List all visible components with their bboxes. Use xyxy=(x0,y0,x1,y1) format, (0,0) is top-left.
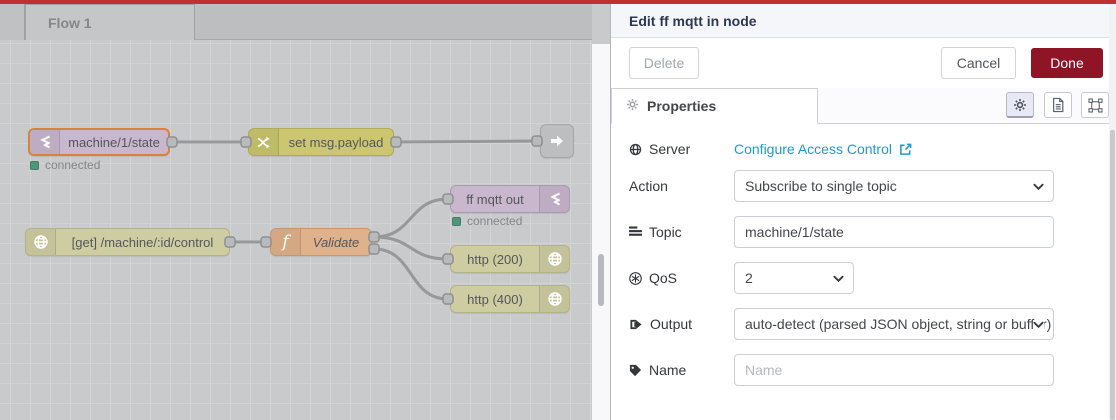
shuffle-icon xyxy=(249,129,279,155)
tab-properties-label: Properties xyxy=(647,98,717,114)
tab-properties[interactable]: Properties xyxy=(611,88,818,124)
server-label: Server xyxy=(629,141,734,157)
properties-icon-button[interactable] xyxy=(1006,92,1034,118)
node-label: http (200) xyxy=(467,251,523,267)
scrollbar-thumb[interactable] xyxy=(1110,130,1115,420)
mqtt-icon xyxy=(539,186,569,212)
delete-button[interactable]: Delete xyxy=(629,47,699,79)
node-label: http (400) xyxy=(467,291,523,307)
globe-icon xyxy=(539,286,569,312)
workspace-grid[interactable]: machine/1/state connected set msg.payloa… xyxy=(0,40,592,420)
node-label: [get] /machine/:id/control xyxy=(71,234,214,250)
chevron-down-icon xyxy=(1033,321,1044,329)
node-http-response-400[interactable]: http (400) xyxy=(450,285,570,313)
done-button[interactable]: Done xyxy=(1031,48,1103,78)
node-edit-form: Server Configure Access Control Action S… xyxy=(611,124,1116,386)
node-label: set msg.payload xyxy=(288,134,384,150)
name-input[interactable] xyxy=(734,354,1054,386)
appearance-icon-button[interactable] xyxy=(1081,92,1109,118)
edit-panel-title: Edit ff mqtt in node xyxy=(629,12,757,29)
configure-access-control-link[interactable]: Configure Access Control xyxy=(734,141,912,157)
node-status-mqtt-in: connected xyxy=(30,158,100,172)
status-dot xyxy=(452,216,461,226)
mqtt-icon xyxy=(30,130,60,154)
node-change[interactable]: set msg.payload xyxy=(248,128,394,156)
output-label: Output xyxy=(629,316,734,332)
globe-icon xyxy=(539,246,569,272)
form-row-output: Output auto-detect (parsed JSON object, … xyxy=(629,308,1098,340)
topic-label: Topic xyxy=(629,224,734,240)
node-status-mqtt-out: connected xyxy=(452,214,522,228)
globe-icon xyxy=(26,229,56,255)
chevron-down-icon xyxy=(833,275,844,283)
function-icon: f xyxy=(271,229,301,255)
action-select[interactable]: Subscribe to single topic xyxy=(734,170,1054,202)
external-link-icon xyxy=(900,143,912,155)
gear-icon xyxy=(626,98,639,114)
workspace-tabbar: Flow 1 xyxy=(0,4,592,40)
sign-out-icon xyxy=(630,319,642,329)
node-http-in[interactable]: [get] /machine/:id/control xyxy=(25,228,230,256)
form-row-server: Server Configure Access Control xyxy=(629,138,1098,160)
topic-lines-icon xyxy=(629,226,642,236)
gear-icon xyxy=(1014,98,1026,111)
node-mqtt-out[interactable]: ff mqtt out xyxy=(450,185,570,213)
cancel-button[interactable]: Cancel xyxy=(941,47,1016,79)
output-select[interactable]: auto-detect (parsed JSON object, string … xyxy=(734,308,1054,340)
node-label: machine/1/state xyxy=(68,134,160,150)
name-label: Name xyxy=(629,362,734,378)
top-accent-bar xyxy=(0,0,1116,4)
edit-node-panel: Edit ff mqtt in node Delete Cancel Done … xyxy=(610,4,1116,420)
form-row-name: Name xyxy=(629,354,1098,386)
globe-icon xyxy=(629,143,642,155)
edit-panel-buttons: Delete Cancel Done xyxy=(611,38,1116,88)
edit-panel-tabrow: Properties xyxy=(611,88,1116,124)
canvas-vertical-scrollbar[interactable] xyxy=(592,44,610,420)
form-row-action: Action Subscribe to single topic xyxy=(629,170,1098,202)
topic-input[interactable]: machine/1/state xyxy=(734,216,1054,248)
action-label: Action xyxy=(629,178,668,194)
node-http-response-200[interactable]: http (200) xyxy=(450,245,570,273)
description-icon-button[interactable] xyxy=(1044,92,1072,118)
flow-tab-label: Flow 1 xyxy=(48,14,92,31)
node-label: Validate xyxy=(312,234,360,250)
debug-icon xyxy=(551,135,563,147)
qos-label: QoS xyxy=(629,270,734,286)
form-row-qos: QoS 2 xyxy=(629,262,1098,294)
tabbar-stub xyxy=(0,4,25,40)
flow-editor-canvas: Flow 1 machine/1/state connected set msg… xyxy=(0,4,610,420)
scrollbar-thumb[interactable] xyxy=(598,254,604,306)
node-debug[interactable] xyxy=(540,124,574,158)
status-text: connected xyxy=(467,214,523,228)
chevron-down-icon xyxy=(1033,183,1044,191)
qos-icon xyxy=(629,271,642,285)
frame-icon xyxy=(1087,97,1103,113)
form-row-topic: Topic machine/1/state xyxy=(629,216,1098,248)
status-dot xyxy=(30,160,39,170)
panel-vertical-scrollbar[interactable] xyxy=(1109,4,1116,420)
flow-tab[interactable]: Flow 1 xyxy=(25,4,195,40)
document-icon xyxy=(1053,97,1064,113)
tag-icon xyxy=(629,364,642,376)
node-mqtt-in[interactable]: machine/1/state xyxy=(28,128,170,156)
qos-select[interactable]: 2 xyxy=(734,262,854,294)
edit-panel-header: Edit ff mqtt in node xyxy=(611,4,1116,38)
node-label: ff mqtt out xyxy=(466,191,524,207)
node-function[interactable]: f Validate xyxy=(270,228,372,256)
status-text: connected xyxy=(45,158,101,172)
